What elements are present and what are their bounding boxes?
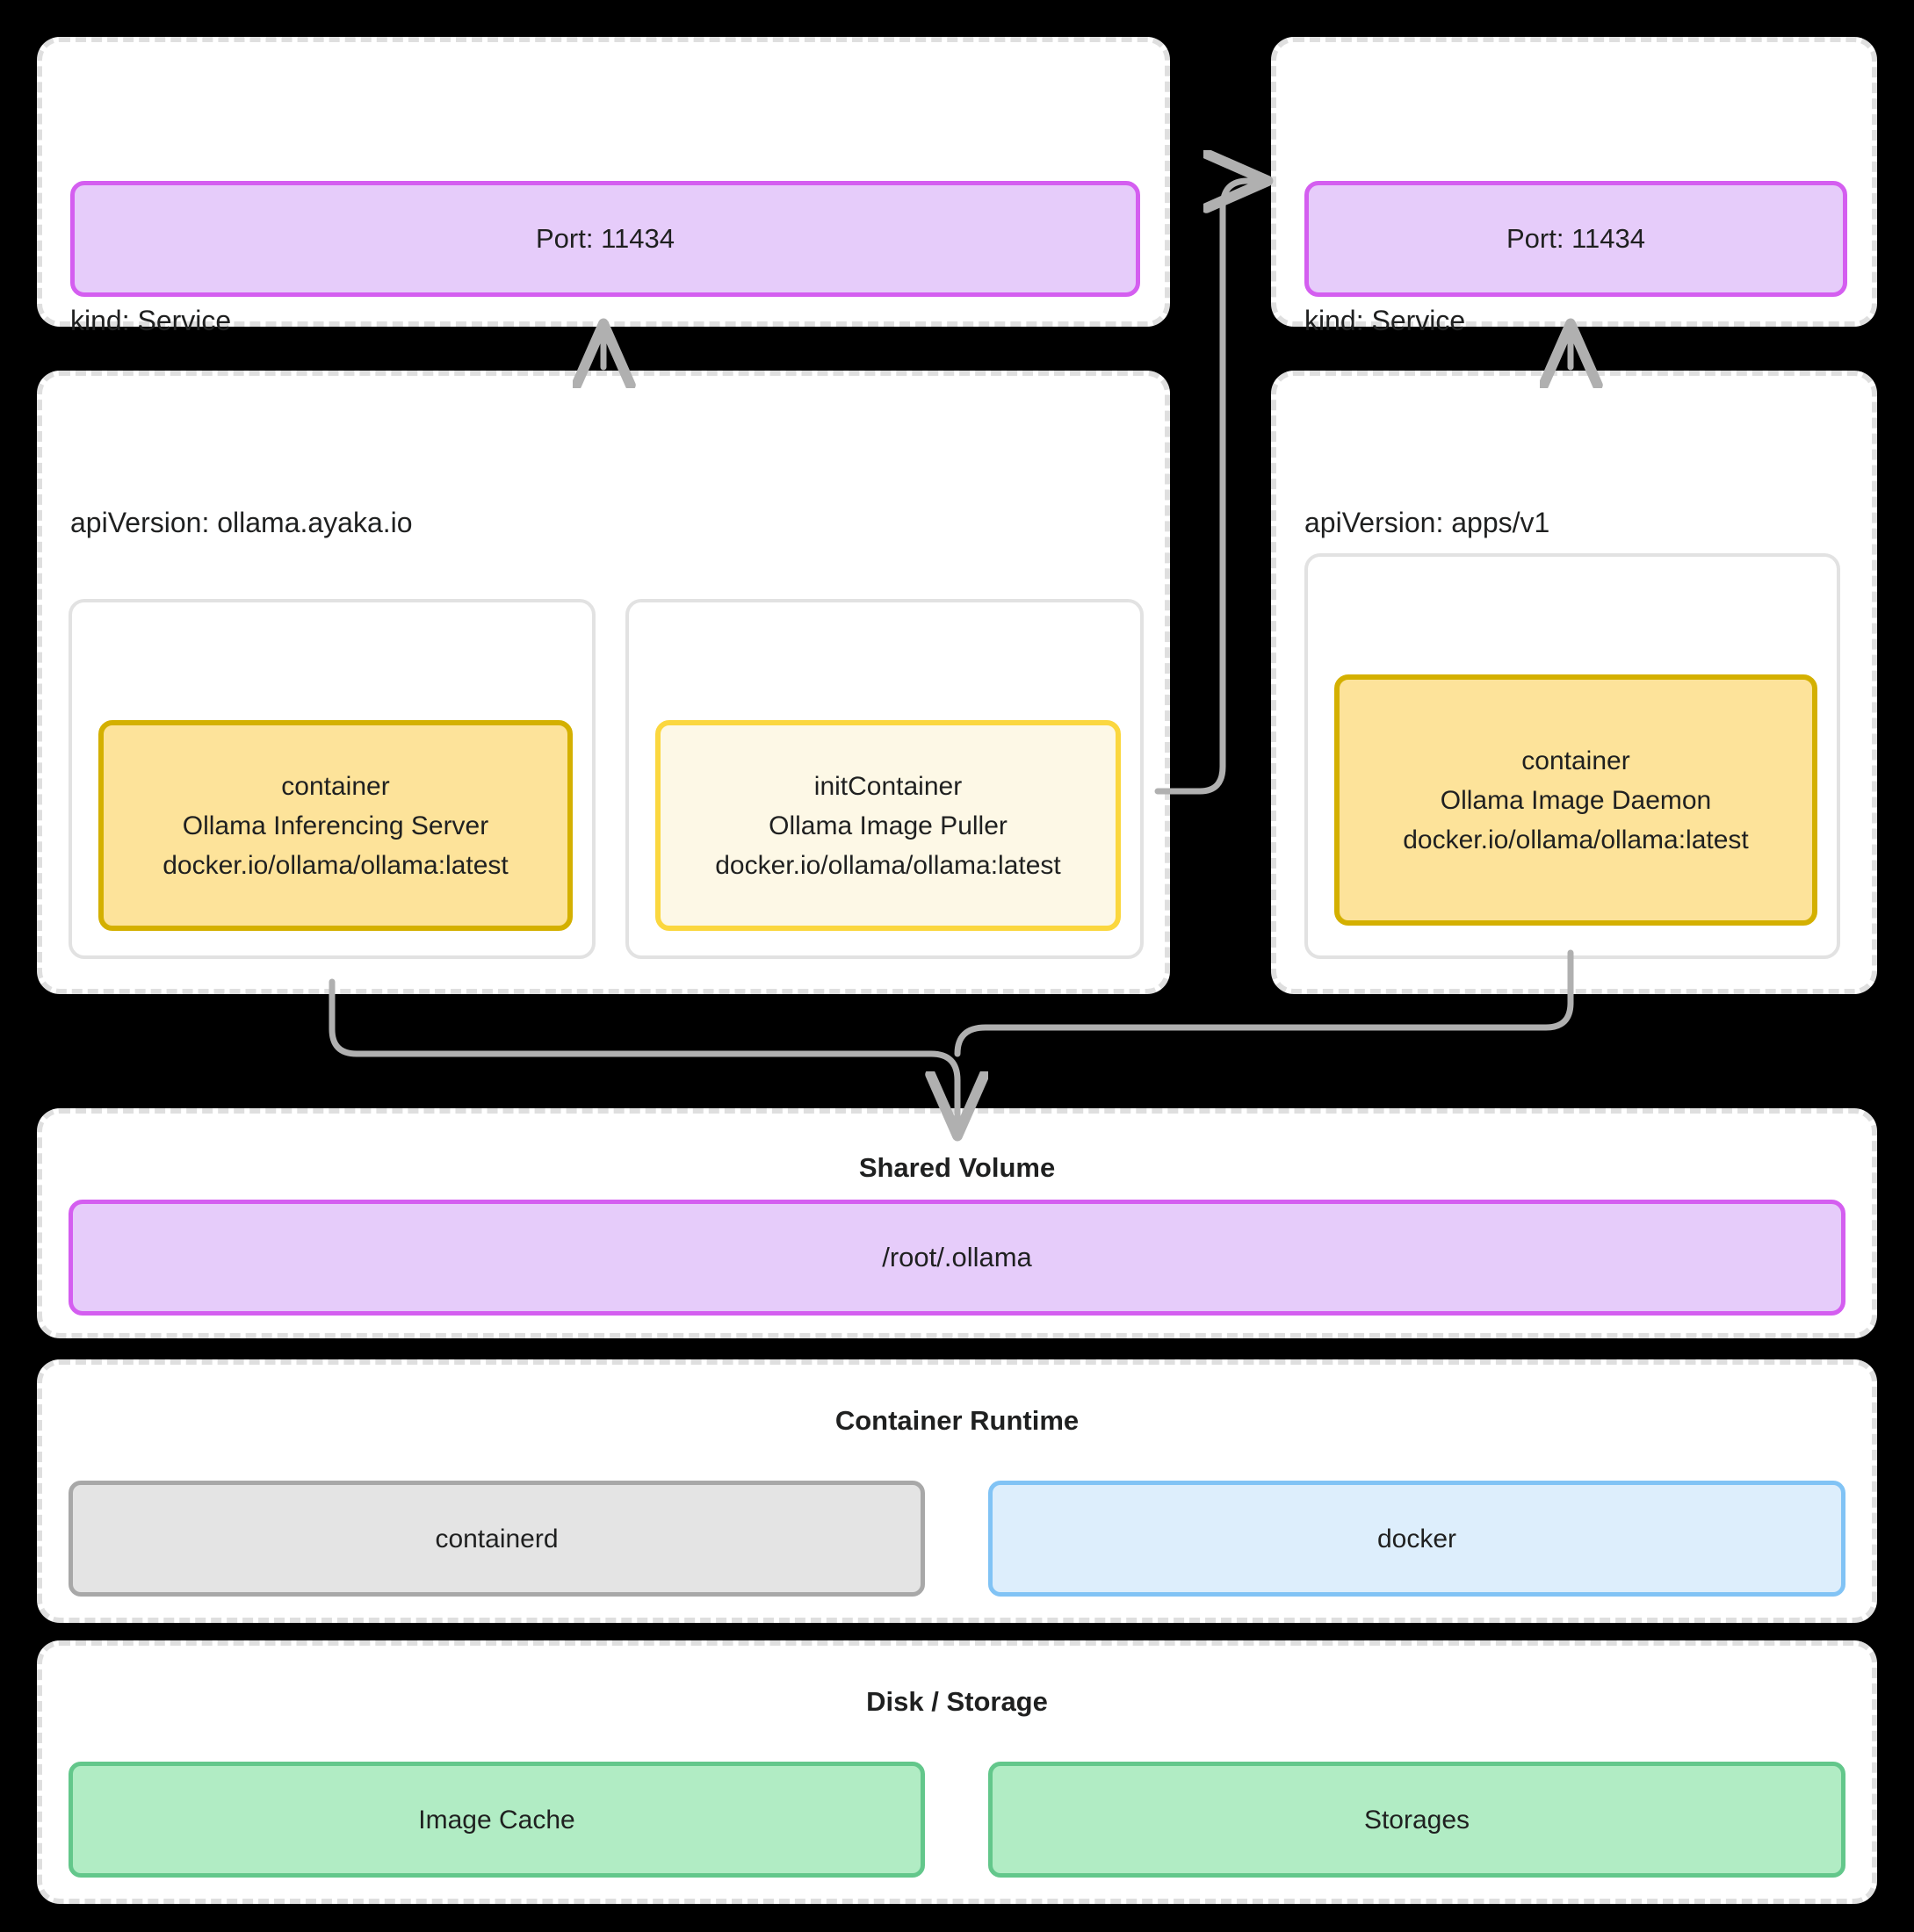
shared-volume-path-label: /root/.ollama (882, 1241, 1032, 1272)
storage-image-cache-label: Image Cache (418, 1805, 575, 1835)
initcontainer-type: initContainer (813, 771, 963, 801)
pod-image-daemon: apiVersion: core/v1 kind: Pod container … (1304, 553, 1840, 959)
storage-storages-label: Storages (1363, 1805, 1470, 1835)
initcontainer-image: docker.io/ollama/ollama:latest (715, 850, 1061, 880)
runtime-docker-label: docker (1376, 1524, 1457, 1554)
service-right-kind: kind: Service (1304, 305, 1466, 337)
statefulset-group: apiVersion: apps/v1 kind: StatefulSet ap… (1271, 371, 1877, 994)
container-daemon-image: docker.io/ollama/ollama:latest (1403, 825, 1749, 854)
container-daemon-name: Ollama Image Daemon (1440, 785, 1712, 815)
initcontainer-name: Ollama Image Puller (769, 811, 1008, 840)
runtime-item-docker[interactable]: docker (988, 1481, 1845, 1597)
service-left-group: apiVersion: core/v1 kind: Service Port: … (37, 37, 1170, 336)
runtime-item-containerd[interactable]: containerd (69, 1481, 925, 1597)
storage-item-image-cache[interactable]: Image Cache (69, 1762, 925, 1878)
container-ollama-image-daemon[interactable]: container Ollama Image Daemon docker.io/… (1334, 674, 1817, 926)
container-inferencing-type: container (281, 771, 390, 801)
pod-inferencing-server: apiVersion: core/v1 kind: Pod container … (69, 599, 596, 959)
statefulset-apiversion: apiVersion: apps/v1 (1304, 507, 1550, 539)
model-group: apiVersion: ollama.ayaka.io kind: Model … (37, 371, 1170, 994)
storage-item-storages[interactable]: Storages (988, 1762, 1845, 1878)
initcontainer-ollama-image-puller[interactable]: initContainer Ollama Image Puller docker… (655, 720, 1121, 931)
disk-storage-group: Disk / Storage Image Cache Storages (37, 1640, 1877, 1904)
disk-storage-title: Disk / Storage (866, 1686, 1048, 1717)
container-inferencing-image: docker.io/ollama/ollama:latest (163, 850, 509, 880)
arrow-initcontainer-to-service-right (1154, 181, 1265, 795)
runtime-containerd-label: containerd (435, 1524, 559, 1554)
service-left-kind: kind: Service (70, 305, 232, 337)
container-inferencing-name: Ollama Inferencing Server (182, 811, 489, 840)
service-left-port-label: Port: 11434 (536, 222, 675, 254)
container-runtime-title: Container Runtime (834, 1405, 1080, 1436)
model-apiversion: apiVersion: ollama.ayaka.io (70, 507, 413, 539)
shared-volume-path-box[interactable]: /root/.ollama (69, 1200, 1845, 1316)
shared-volume-title: Shared Volume (858, 1152, 1056, 1183)
service-right-group: apiVersion: core/v1 kind: Service Port: … (1271, 37, 1877, 336)
pod-image-puller: apiVersion: core/v1 kind: Pod initContai… (625, 599, 1144, 959)
service-right-port-box[interactable]: Port: 11434 (1304, 181, 1847, 297)
container-ollama-inferencing-server[interactable]: container Ollama Inferencing Server dock… (98, 720, 573, 931)
service-left-port-box[interactable]: Port: 11434 (70, 181, 1140, 297)
container-runtime-group: Container Runtime containerd docker (37, 1359, 1877, 1623)
service-right-port-label: Port: 11434 (1506, 222, 1645, 254)
container-daemon-type: container (1521, 746, 1630, 775)
shared-volume-group: Shared Volume /root/.ollama (37, 1108, 1877, 1338)
